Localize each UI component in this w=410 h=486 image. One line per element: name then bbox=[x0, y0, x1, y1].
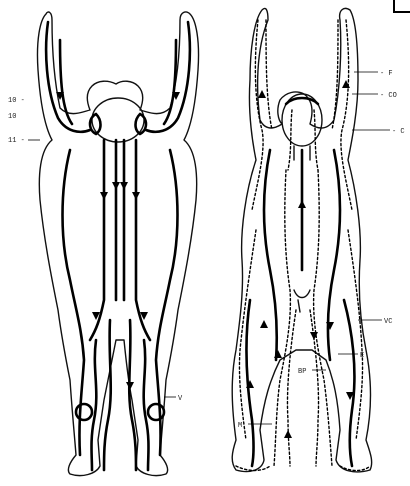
front-channel-right-leg bbox=[344, 300, 354, 466]
label-front-vc: VC bbox=[384, 318, 392, 326]
front-groin bbox=[294, 290, 310, 312]
back-channel-left-arm-2 bbox=[60, 40, 72, 124]
front-arrow-1 bbox=[298, 200, 306, 208]
front-dotted-right-arm-1 bbox=[341, 20, 352, 210]
back-channel-spine-left bbox=[90, 140, 104, 340]
corner-bracket bbox=[394, 0, 410, 12]
label-front-co: - CO bbox=[380, 92, 397, 100]
label-back-11: 11 - bbox=[8, 137, 25, 145]
back-view-figure bbox=[28, 12, 199, 476]
back-channel-spine-right bbox=[136, 140, 150, 340]
front-dotted-right-arm-2 bbox=[332, 20, 338, 130]
front-arrow-7 bbox=[258, 90, 266, 98]
front-arrow-2 bbox=[260, 320, 268, 328]
back-heel-left bbox=[76, 404, 92, 420]
back-channel-outer-right bbox=[156, 150, 178, 455]
back-arrow-1 bbox=[100, 192, 108, 200]
back-arrow-9 bbox=[126, 382, 134, 390]
label-back-v: V bbox=[178, 395, 183, 403]
back-channel-outer-left bbox=[63, 150, 85, 455]
label-back-10a: 10 - bbox=[8, 97, 25, 105]
front-channel-left-body bbox=[264, 150, 277, 360]
label-front-f: - F bbox=[380, 70, 393, 78]
label-front-c: - C bbox=[392, 128, 405, 136]
front-arrow-9 bbox=[284, 430, 292, 438]
front-dotted-left-arm-1 bbox=[252, 20, 263, 210]
back-arrow-4 bbox=[132, 192, 140, 200]
front-dotted-leg-inner-l bbox=[287, 310, 296, 466]
front-dotted-face-2 bbox=[314, 110, 318, 170]
label-front-e: E bbox=[360, 352, 364, 360]
label-back-10b: 10 bbox=[8, 113, 16, 121]
front-dotted-left-arm-2 bbox=[266, 20, 272, 130]
back-channel-leg-l1 bbox=[92, 340, 97, 470]
back-channel-leg-r2 bbox=[144, 340, 149, 470]
back-channel-leg-r1 bbox=[129, 320, 136, 470]
back-arrow-3 bbox=[120, 182, 128, 190]
back-arrow-2 bbox=[112, 182, 120, 190]
front-view-figure bbox=[232, 8, 390, 471]
label-front-m: M bbox=[238, 422, 242, 430]
back-heel-right bbox=[148, 404, 164, 420]
label-front-bp: BP bbox=[298, 368, 306, 376]
